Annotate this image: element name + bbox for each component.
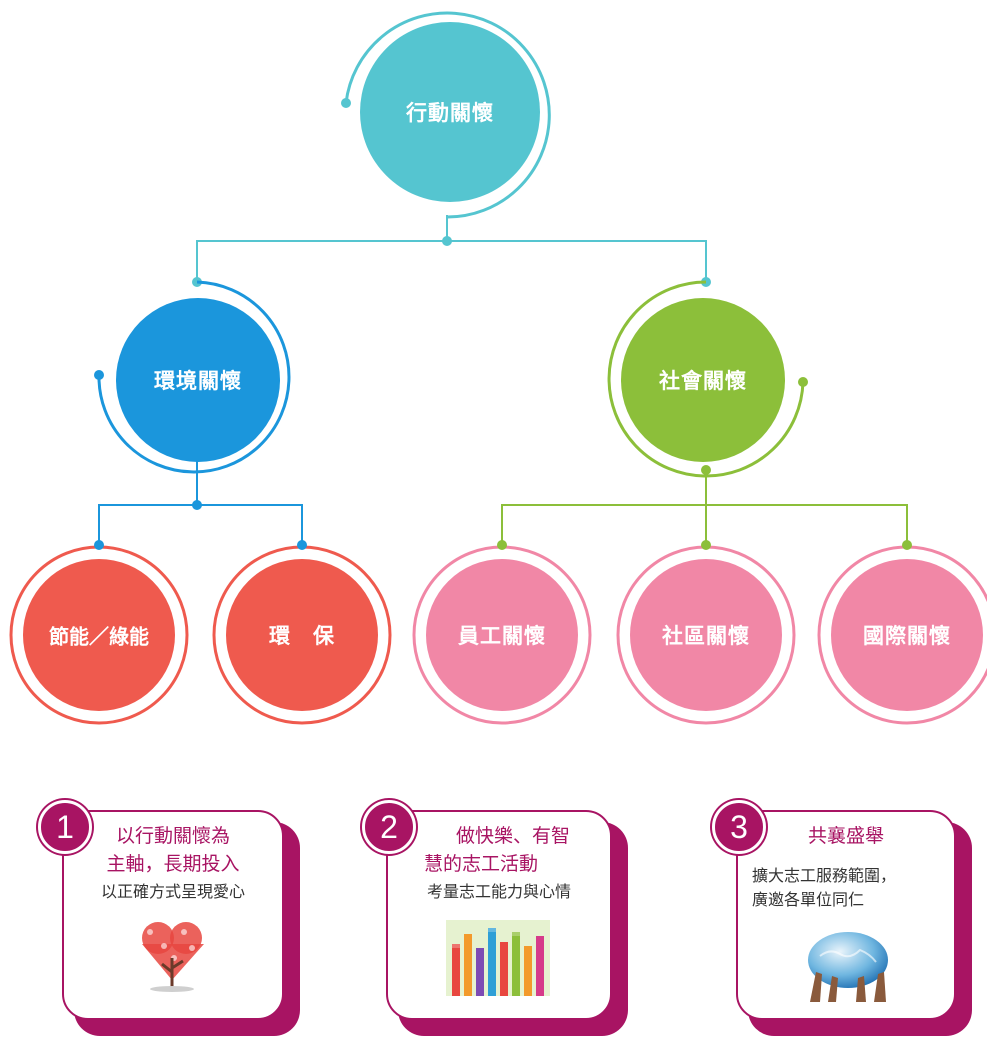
energy-node	[9, 540, 189, 725]
card-2-description: 考量志工能力與心情	[426, 882, 571, 901]
employee-node	[412, 540, 592, 725]
community-node	[616, 540, 796, 725]
international-label: 國際關懷	[863, 624, 951, 648]
card-3-title: 共襄盛舉	[807, 825, 884, 847]
card-3-description-line-2: 廣邀各單位同仁	[752, 890, 865, 909]
eco-node	[212, 540, 392, 725]
eco-label: 環 保	[269, 624, 335, 648]
hands-holding-globe-icon	[808, 932, 888, 1002]
card-2-title-line-1: 做快樂、有智	[455, 825, 570, 847]
card-1-title-line-2: 主軸，長期投入	[106, 853, 240, 875]
heart-tree-icon	[142, 922, 204, 992]
international-node	[817, 540, 987, 725]
card-3-number: 3	[712, 800, 766, 854]
card-2-number: 2	[362, 800, 416, 854]
connector-lines	[98, 215, 908, 545]
card-1-title-line-1: 以行動關懷為	[115, 825, 230, 847]
environment-node	[94, 277, 291, 510]
community-label: 社區關懷	[662, 624, 750, 648]
root-node	[341, 11, 551, 246]
employee-label: 員工關懷	[458, 624, 546, 648]
raised-hands-icon	[446, 920, 550, 996]
root-label: 行動關懷	[406, 101, 494, 125]
card-1-number: 1	[38, 800, 92, 854]
card-3-description-line-1: 擴大志工服務範圍，	[752, 866, 897, 885]
card-2-title-line-2: 慧的志工活動	[423, 853, 538, 875]
social-label: 社會關懷	[659, 369, 747, 393]
energy-label: 節能／綠能	[49, 624, 149, 649]
social-node	[607, 277, 808, 478]
environment-label: 環境關懷	[154, 369, 242, 393]
card-1-description: 以正確方式呈現愛心	[100, 882, 245, 901]
